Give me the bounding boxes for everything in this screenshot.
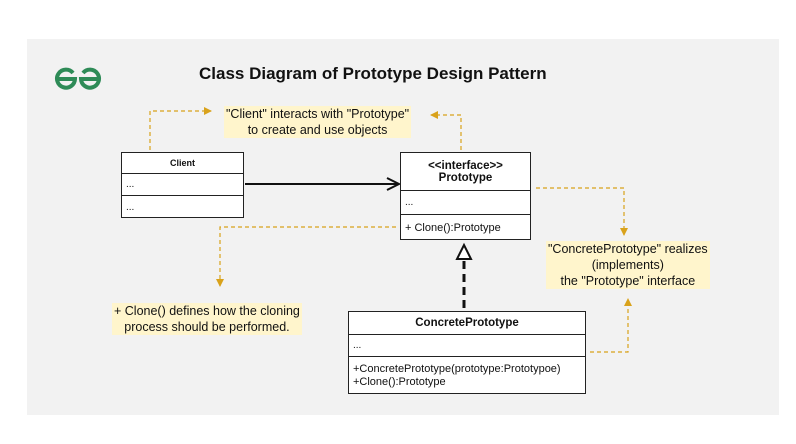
interface-to-realization-connector [536,187,628,236]
client-interaction-note: "Client" interacts with "Prototype" to c… [224,106,412,138]
concrete-class-name: ConcretePrototype [349,312,585,335]
concrete-operations: +ConcretePrototype(prototype:Prototypoe)… [349,357,585,394]
concrete-attributes: ... [349,335,585,357]
prototype-class-name: Prototype [438,171,493,184]
realization-triangle [455,242,473,260]
concrete-prototype-class: ConcretePrototype ... +ConcretePrototype… [348,311,586,394]
prototype-note-connector [430,111,462,150]
client-note-connector [149,107,212,150]
prototype-class-header: <<interface>> Prototype [401,153,530,191]
prototype-interface-class: <<interface>> Prototype ... + Clone():Pr… [400,152,531,240]
client-operations: ... [126,201,135,213]
prototype-operations: + Clone():Prototype [405,221,501,234]
client-class-name: Client [122,153,243,174]
client-class: Client ... ... [121,152,244,218]
client-attributes: ... [122,174,243,196]
prototype-stereotype: <<interface>> [428,159,503,172]
realization-note: "ConcretePrototype" realizes (implements… [546,241,710,289]
concrete-clone-op: +Clone():Prototype [353,375,446,388]
prototype-attributes: ... [401,191,530,215]
concrete-constructor-op: +ConcretePrototype(prototype:Prototypoe) [353,362,561,375]
diagram-title: Class Diagram of Prototype Design Patter… [199,64,547,83]
geeksforgeeks-logo-icon [55,67,101,90]
clone-definition-note: + Clone() defines how the cloning proces… [112,303,302,335]
concrete-to-realization-connector [590,298,632,353]
clone-note-connector [216,226,396,287]
